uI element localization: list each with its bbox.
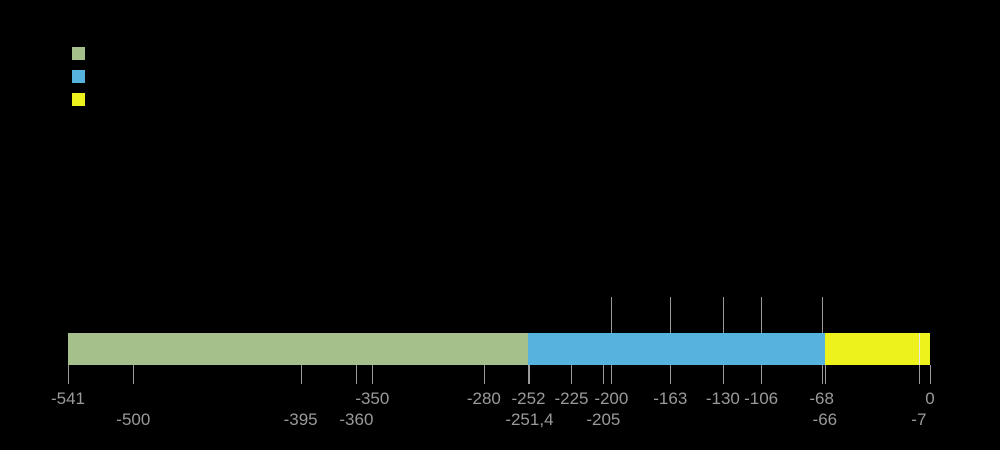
lower-tick xyxy=(483,365,485,384)
lower-tick xyxy=(670,365,672,384)
bar-segment-2 xyxy=(528,333,825,365)
lower-tick xyxy=(930,365,931,384)
lower-tick xyxy=(761,365,763,384)
bar-divider-line xyxy=(918,333,920,365)
axis-label-row1: 0 xyxy=(925,389,935,408)
lower-tick xyxy=(133,365,135,384)
legend-swatch-2 xyxy=(72,70,85,83)
axis-label-row1: -106 xyxy=(744,389,779,408)
upper-tick xyxy=(761,297,763,333)
lower-tick xyxy=(68,365,69,384)
axis-label-row1: -252 xyxy=(511,389,546,408)
axis-label-row2: -360 xyxy=(339,410,374,429)
upper-tick xyxy=(821,297,823,333)
axis-label-row1: -280 xyxy=(466,389,501,408)
lower-tick xyxy=(529,365,531,384)
axis-label-row1: -130 xyxy=(705,389,740,408)
bar-segment-3 xyxy=(824,333,930,365)
lower-tick xyxy=(356,365,358,384)
axis-label-row1: -200 xyxy=(594,389,629,408)
legend-swatch-3 xyxy=(72,93,85,106)
lower-tick xyxy=(918,365,920,384)
lower-tick xyxy=(571,365,573,384)
axis-label-row1: -350 xyxy=(355,389,390,408)
axis-label-row1: -541 xyxy=(50,389,86,408)
axis-label-row1: -225 xyxy=(554,389,589,408)
bar-segment-1 xyxy=(68,333,529,365)
upper-tick xyxy=(722,297,724,333)
axis-label-row2: -251,4 xyxy=(505,410,554,429)
lower-tick xyxy=(300,365,302,384)
axis-label-row2: -205 xyxy=(586,410,621,429)
legend xyxy=(72,47,85,116)
axis-label-row2: -395 xyxy=(283,410,318,429)
axis-label-row2: -500 xyxy=(116,410,151,429)
axis-label-row1: -163 xyxy=(653,389,688,408)
lower-tick xyxy=(603,365,605,384)
axis-label-row1: -68 xyxy=(809,389,834,408)
lower-tick xyxy=(611,365,613,384)
lower-tick xyxy=(824,365,826,384)
upper-tick xyxy=(611,297,613,333)
axis-label-row2: -7 xyxy=(911,410,927,429)
upper-tick xyxy=(670,297,672,333)
lower-tick xyxy=(528,365,530,384)
lower-tick xyxy=(821,365,823,384)
legend-swatch-1 xyxy=(72,47,85,60)
lower-tick xyxy=(372,365,374,384)
axis-label-row2: -66 xyxy=(812,410,838,429)
lower-tick xyxy=(722,365,724,384)
